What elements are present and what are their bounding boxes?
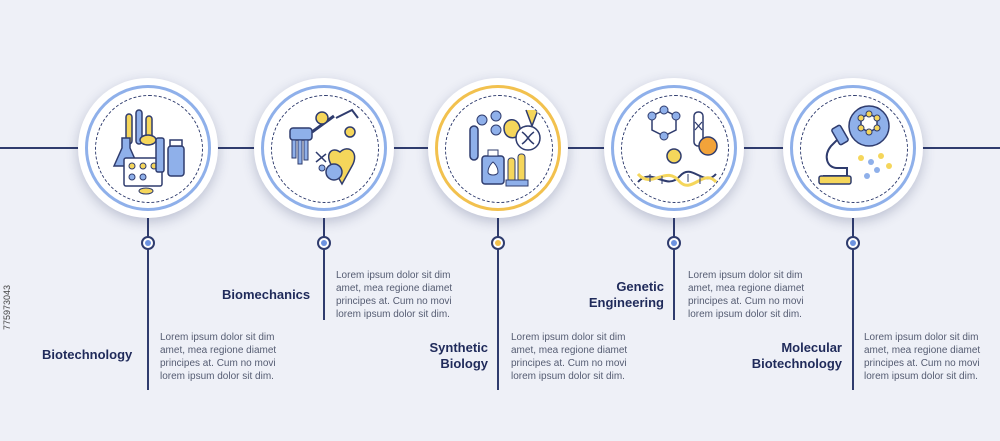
step-2-title: Biomechanics [222,287,311,302]
step-3-node [491,236,505,250]
step-1-node [141,236,155,250]
step-5-node [846,236,860,250]
synthetic-biology-icon [469,109,541,187]
biotech-lab-icon [112,109,185,195]
step-4-node [667,236,681,250]
connector-1 [147,218,149,390]
stock-id-text: 775973043 [2,284,12,330]
microscope-molecule-icon [818,105,892,185]
step-1-circle [78,78,218,218]
step-2-circle [254,78,394,218]
biomechanics-arm-heart-icon [289,108,359,186]
connector-5 [852,218,854,390]
step-2-node [317,236,331,250]
connector-3 [497,218,499,390]
step-1-title: Biotechnology [42,347,133,362]
dna-molecule-icon [636,105,718,187]
step-3-circle [428,78,568,218]
step-5-circle [783,78,923,218]
step-4-circle [604,78,744,218]
connector-2 [323,218,325,320]
connector-4 [673,218,675,320]
